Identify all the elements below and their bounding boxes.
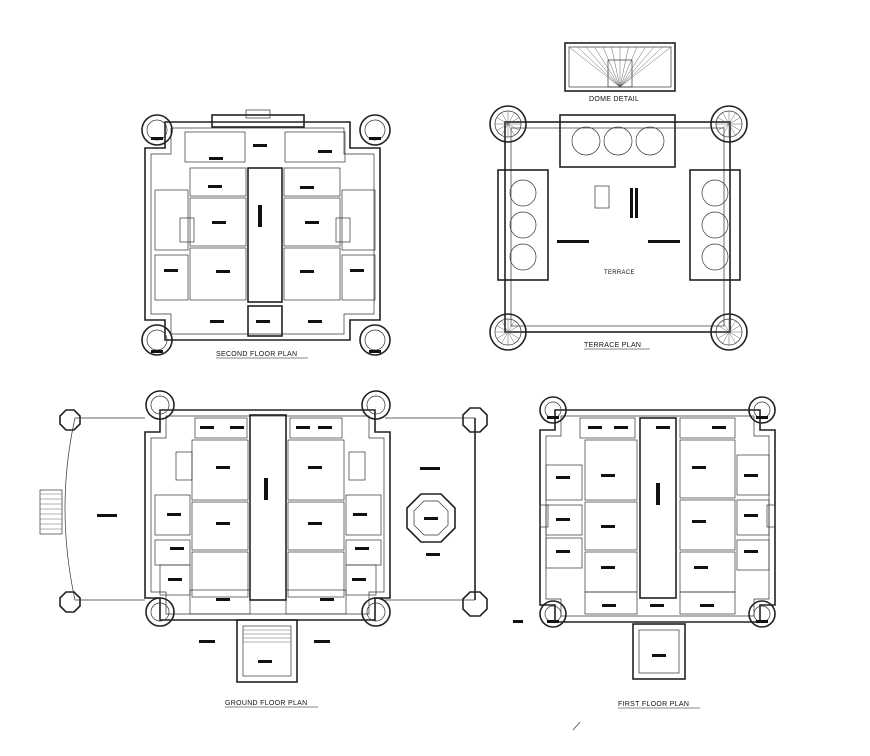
terrace-plan: TERRACE TERRACE PLAN	[489, 105, 748, 351]
second-floor-label: SECOND FLOOR PLAN	[216, 351, 297, 358]
terrace-plan-label: TERRACE PLAN	[584, 342, 641, 349]
first-floor-label: FIRST FLOOR PLAN	[618, 701, 689, 708]
dome-detail-label: DOME DETAIL	[589, 96, 639, 103]
ground-floor-label: GROUND FLOOR PLAN	[225, 700, 308, 707]
terrace-label: TERRACE	[604, 270, 635, 276]
dome-detail: DOME DETAIL	[564, 42, 676, 103]
first-floor-plan: FIRST FLOOR PLAN	[513, 396, 776, 709]
north-tick	[572, 721, 581, 731]
second-floor-plan: SECOND FLOOR PLAN	[141, 109, 391, 359]
ground-floor-plan: GROUND FLOOR PLAN	[39, 390, 488, 708]
